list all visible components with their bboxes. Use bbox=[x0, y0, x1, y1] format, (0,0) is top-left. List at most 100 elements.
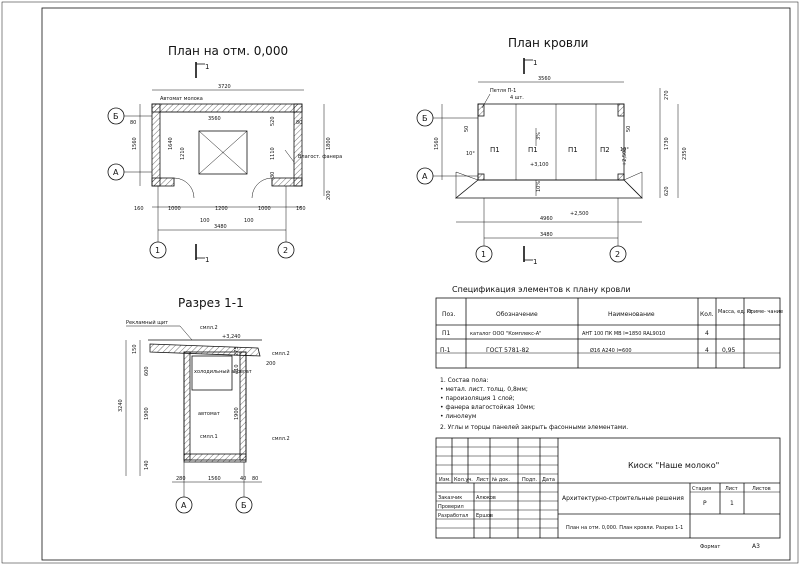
stamp-stage: Р bbox=[703, 500, 707, 507]
plan-dim-1200: 1200 bbox=[215, 206, 228, 212]
spec-row1-pos: П1 bbox=[442, 330, 451, 337]
plan-axis-1: 1 bbox=[155, 246, 160, 255]
spec-row2-name: Ø16 A240 l=600 bbox=[590, 347, 632, 354]
plan-label-plywood: Влагост. фанера bbox=[298, 154, 342, 160]
roof-elev-3100: +3,100 bbox=[530, 162, 549, 168]
stamp-col-doc: № док. bbox=[492, 477, 510, 483]
stamp-role-customer: Заказчик bbox=[438, 495, 462, 501]
spec-header-designation: Обозначение bbox=[496, 311, 538, 318]
spec-row1-qty: 4 bbox=[705, 330, 709, 337]
stamp-name-customer: Алюков bbox=[476, 495, 496, 501]
plan-dim-160b: 160 bbox=[296, 206, 306, 212]
stamp-sheet-name: План на отм. 0,000. План кровли. Разрез … bbox=[566, 525, 683, 531]
roof-panel-p1b: П1 bbox=[528, 146, 538, 154]
spec-row1-designation: каталог ООО "Комплекс-А" bbox=[470, 331, 541, 337]
note-line-6: 2. Углы и торцы панелей закрыть фасонным… bbox=[440, 424, 628, 431]
plan-dim-1640: 1640 bbox=[168, 137, 174, 150]
note-line-5: • линолеум bbox=[440, 413, 476, 420]
stamp-col-list: Лист bbox=[476, 477, 489, 483]
section-dim-40: 40 bbox=[240, 476, 246, 482]
roof-cut-top: 1 bbox=[533, 59, 537, 67]
section-dim-80: 80 bbox=[252, 476, 258, 482]
section-dim-150: 150 bbox=[132, 344, 138, 354]
roof-dim-1560: 1560 bbox=[434, 137, 440, 150]
spec-header-note: Приме- чание bbox=[747, 309, 783, 315]
stamp-project: Киоск "Наше молоко" bbox=[628, 461, 719, 470]
roof-dim-3560: 3560 bbox=[538, 76, 551, 82]
section-label-fridge: холодильный агрегат bbox=[194, 368, 252, 375]
plan-axis-2: 2 bbox=[283, 246, 288, 255]
section-axis-a: А bbox=[181, 501, 187, 510]
note-line-2: • метал. лист. толщ. 0,8мм; bbox=[440, 386, 528, 393]
section-label-smll2c: смлл.2 bbox=[272, 436, 290, 442]
stamp-role-developed: Разработал bbox=[438, 513, 468, 519]
plan-dim-80r: 80 bbox=[296, 120, 302, 126]
roof-label-loop: Петля П-1 bbox=[490, 88, 516, 94]
plan-dim-100b: 100 bbox=[244, 218, 254, 224]
roof-slope-top: 3% bbox=[536, 132, 542, 140]
section-label-smll2b: смлл.2 bbox=[272, 351, 290, 357]
stamp-stage-header: Стадия bbox=[692, 486, 711, 492]
section-elev: +3,240 bbox=[222, 334, 241, 340]
title-block: Изм. Кол.уч. Лист № док. Подп. Дата Киос… bbox=[435, 437, 781, 550]
roof-cut-bottom: 1 bbox=[533, 258, 537, 266]
roof-dim-50r: 50 bbox=[626, 126, 632, 132]
plan-dim-3560: 3560 bbox=[208, 116, 221, 122]
roof-label-loop-qty: 4 шт. bbox=[510, 95, 524, 101]
roof-axis-1: 1 bbox=[481, 250, 486, 259]
roof-panel-p1a: П1 bbox=[490, 146, 500, 154]
stamp-sheet-header: Лист bbox=[725, 486, 738, 492]
note-line-3: • пароизоляция 1 слой; bbox=[440, 395, 515, 402]
spec-row2-pos: П-1 bbox=[440, 347, 451, 354]
roof-panel-p1c: П1 bbox=[568, 146, 578, 154]
roof-axis-b: Б bbox=[422, 114, 428, 123]
stamp-col-koluch: Кол.уч. bbox=[454, 477, 473, 483]
plan-dim-100a: 100 bbox=[200, 218, 210, 224]
inner-frame bbox=[41, 7, 791, 561]
roof-dim-3480: 3480 bbox=[540, 232, 553, 238]
note-line-1: 1. Состав пола: bbox=[440, 377, 489, 384]
spec-header-name: Наименование bbox=[608, 311, 655, 318]
roof-elev-2500-right: +2,500 bbox=[622, 147, 628, 166]
section-dim-3240: 3240 bbox=[118, 399, 124, 412]
roof-dim-620: 620 bbox=[664, 186, 670, 196]
roof-axis-a: А bbox=[422, 172, 428, 181]
spec-header-pos: Поз. bbox=[442, 311, 455, 318]
plan-dim-160a: 160 bbox=[134, 206, 144, 212]
plan-dim-1000b: 1000 bbox=[258, 206, 271, 212]
section-dim-1900b: 1900 bbox=[234, 407, 240, 420]
stamp-col-sign: Подп. bbox=[522, 477, 538, 483]
plan-dim-80: 80 bbox=[130, 120, 136, 126]
roof-dim-270: 270 bbox=[664, 90, 670, 100]
plan-dim-3480: 3480 bbox=[214, 224, 227, 230]
section-dim-1560: 1560 bbox=[208, 476, 221, 482]
roof-title: План кровли bbox=[508, 36, 588, 50]
section-dim-280: 280 bbox=[176, 476, 186, 482]
section-dim-200: 200 bbox=[266, 361, 276, 367]
spec-table: Спецификация элементов к плану кровли По… bbox=[435, 285, 783, 369]
plan-dim-1210: 1210 bbox=[180, 147, 186, 160]
spec-row1-name: АНТ 100 ПК МВ l=1850 RAL9010 bbox=[582, 331, 665, 337]
stamp-name-developed: Ершов bbox=[476, 513, 493, 519]
roof-axis-2: 2 bbox=[615, 250, 620, 259]
section-view: Разрез 1-1 Рекламный щит смлл.2 смлл.2 с… bbox=[118, 296, 290, 514]
roof-dim-2350: 2350 bbox=[682, 147, 688, 160]
stamp-role-checked: Проверил bbox=[438, 504, 464, 510]
roof-dim-4960: 4960 bbox=[540, 216, 553, 222]
section-dim-1900a: 1900 bbox=[144, 407, 150, 420]
section-dim-140: 140 bbox=[144, 460, 150, 470]
plan-dim-30: 30 bbox=[270, 172, 276, 178]
stamp-format-label: Формат bbox=[700, 544, 720, 550]
section-label-automat: автомат bbox=[198, 411, 220, 417]
plan-label-awning: Автомат молока bbox=[160, 96, 203, 102]
roof-slope-left: 10° bbox=[466, 151, 475, 157]
stamp-format: А3 bbox=[752, 543, 760, 550]
spec-row2-mass: 0,95 bbox=[722, 347, 736, 354]
plan-axis-b: Б bbox=[113, 112, 119, 121]
roof-slope-right: 10° bbox=[620, 147, 629, 153]
roof-plan-view: План кровли 1 3560 П1 П1 П1 П2 Петля П-1… bbox=[416, 36, 688, 266]
roof-dim-1730: 1730 bbox=[664, 137, 670, 150]
plan-title: План на отм. 0,000 bbox=[168, 44, 288, 58]
